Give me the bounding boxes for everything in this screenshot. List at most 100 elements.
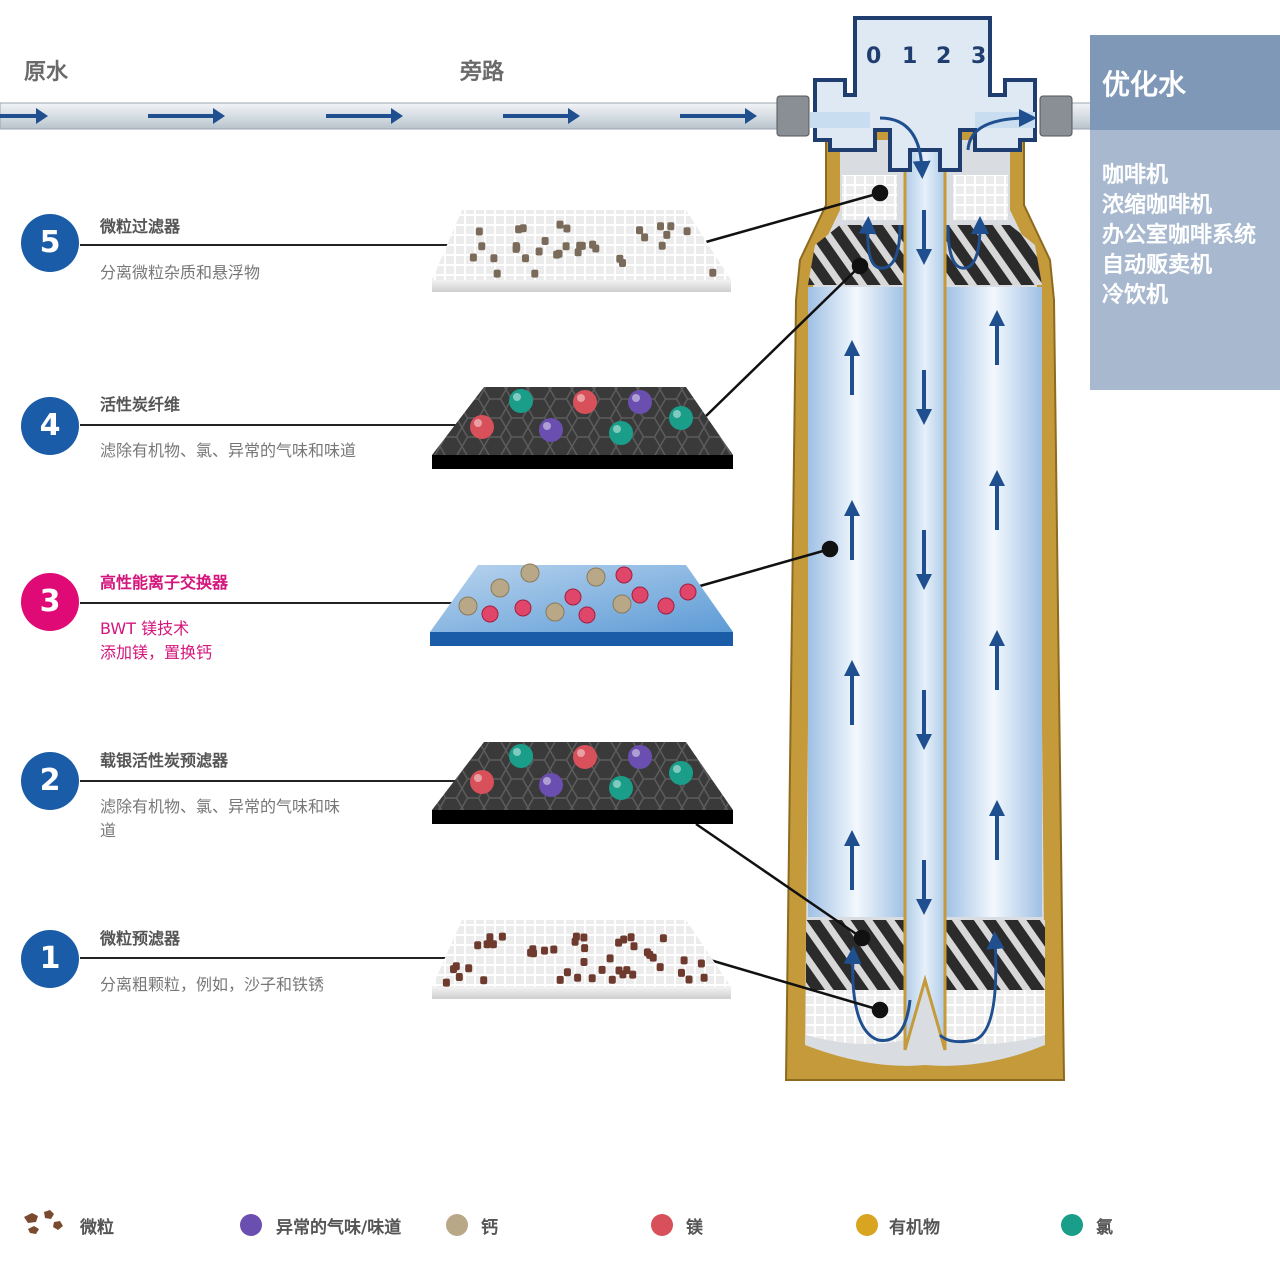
particle [489, 940, 497, 949]
particle [450, 965, 457, 974]
contaminant-sphere [573, 745, 597, 769]
legend-item-organics: 有机物 [877, 1210, 940, 1240]
lower-carbon-prefilter [806, 920, 905, 990]
particle [606, 954, 614, 963]
particle [598, 965, 606, 974]
pipe-arrow-head [745, 108, 757, 124]
stage-5-title: 微粒过滤器 [100, 217, 181, 236]
output-panel: 优化水 咖啡机 浓缩咖啡机 办公室咖啡系统 自动贩卖机 冷饮机 [1090, 35, 1280, 390]
contaminant-sphere [669, 406, 693, 430]
teal-sphere-icon [1061, 1214, 1083, 1236]
particle [513, 243, 521, 252]
particle [475, 227, 483, 236]
pipe-arrow-head [568, 108, 580, 124]
sphere-highlight [513, 393, 521, 401]
particle [619, 970, 627, 979]
downflow-arrow-head [916, 734, 932, 750]
sphere-highlight [673, 765, 681, 773]
particle [685, 975, 693, 984]
output-header [1090, 35, 1280, 130]
dial-setting-3: 3 [971, 44, 987, 69]
legend-item-odor-taste: 异常的气味/味道 [264, 1210, 401, 1240]
particle [683, 227, 691, 236]
particle [465, 964, 473, 973]
particle [563, 968, 571, 977]
stage-4-description: 滤除有机物、氯、异常的气味和味道 [100, 441, 357, 460]
curved-flow-arrows [843, 109, 1037, 1044]
particle [478, 242, 486, 251]
sphere-highlight [543, 777, 551, 785]
contaminant-sphere [509, 389, 533, 413]
sphere-highlight [632, 394, 640, 402]
output-use-list: 咖啡机 浓缩咖啡机 办公室咖啡系统 自动贩卖机 冷饮机 [1102, 161, 1256, 311]
red-sphere-icon [651, 1214, 673, 1236]
downflow-arrow-head [916, 574, 932, 590]
sphere-highlight [673, 410, 681, 418]
particle [550, 945, 558, 954]
stage-5-description: 分离微粒杂质和悬浮物 [100, 263, 261, 282]
stage-3-badge: 3 [21, 573, 79, 631]
output-use-item: 办公室咖啡系统 [1102, 223, 1257, 248]
downflow-arrow-head [916, 409, 932, 425]
legend-label: 微粒 [80, 1217, 114, 1238]
particle [531, 269, 539, 278]
particle [442, 978, 450, 987]
particle [620, 935, 628, 944]
particle [697, 959, 705, 968]
particle [574, 248, 582, 257]
particle [700, 973, 708, 982]
stage-1-title: 微粒预滤器 [100, 929, 181, 948]
upflow-arrow-head [989, 470, 1005, 486]
legend-item-particles: 微粒 [68, 1210, 114, 1240]
sphere-highlight [577, 394, 585, 402]
particle [562, 242, 570, 251]
outlet-connector [1039, 95, 1073, 137]
dial-setting-0: 0 [866, 44, 882, 69]
stage-3-title: 高性能离子交换器 [100, 573, 229, 592]
particle [574, 973, 582, 982]
upflow-arrow-head [989, 800, 1005, 816]
beige-sphere-icon [446, 1214, 468, 1236]
particle [498, 932, 506, 941]
downflow-arrow-head [916, 249, 932, 265]
legend-item-calcium: 钙 [469, 1210, 498, 1240]
legend-label: 镁 [686, 1217, 703, 1238]
output-title: 优化水 [1102, 68, 1187, 101]
pipe-arrow-head [36, 108, 48, 124]
stage-3-description-line-2: 添加镁，置换钙 [100, 643, 213, 662]
particle [657, 222, 664, 231]
pipe-arrow-head [213, 108, 225, 124]
legend-label: 氯 [1096, 1217, 1113, 1238]
ion-exchange-chamber-right [945, 287, 1042, 917]
dial-setting-1: 1 [902, 44, 918, 69]
upflow-arrow-head [844, 660, 860, 676]
stage-4-badge: 4 [21, 397, 79, 455]
stage-2-description-line-2: 道 [100, 821, 117, 840]
sphere-highlight [632, 749, 640, 757]
particle [616, 254, 624, 263]
contaminant-sphere [609, 421, 633, 445]
particle [527, 948, 535, 957]
particle [541, 237, 549, 245]
contaminant-sphere [539, 418, 563, 442]
layer-3-illustration [430, 563, 733, 646]
legend-label: 有机物 [889, 1217, 940, 1238]
particle [469, 253, 477, 262]
legend-particle-icon [24, 1210, 63, 1234]
magnesium-ion [657, 597, 675, 615]
particle [641, 233, 649, 242]
bypass-label: 旁路 [460, 60, 505, 85]
output-use-item: 自动贩卖机 [1102, 253, 1213, 278]
upflow-arrow-head [989, 310, 1005, 326]
layer-4-illustration [432, 387, 733, 469]
stage-1-badge: 1 [21, 930, 79, 988]
particle [556, 220, 564, 229]
particle [629, 970, 637, 979]
particle [522, 254, 529, 263]
sphere-highlight [543, 422, 551, 430]
legend-label: 钙 [481, 1217, 498, 1238]
stage-2-description-line-1: 滤除有机物、氯、异常的气味和味 [100, 797, 341, 816]
particle [515, 225, 523, 234]
magnesium-ion [615, 566, 633, 584]
particle [663, 230, 671, 239]
